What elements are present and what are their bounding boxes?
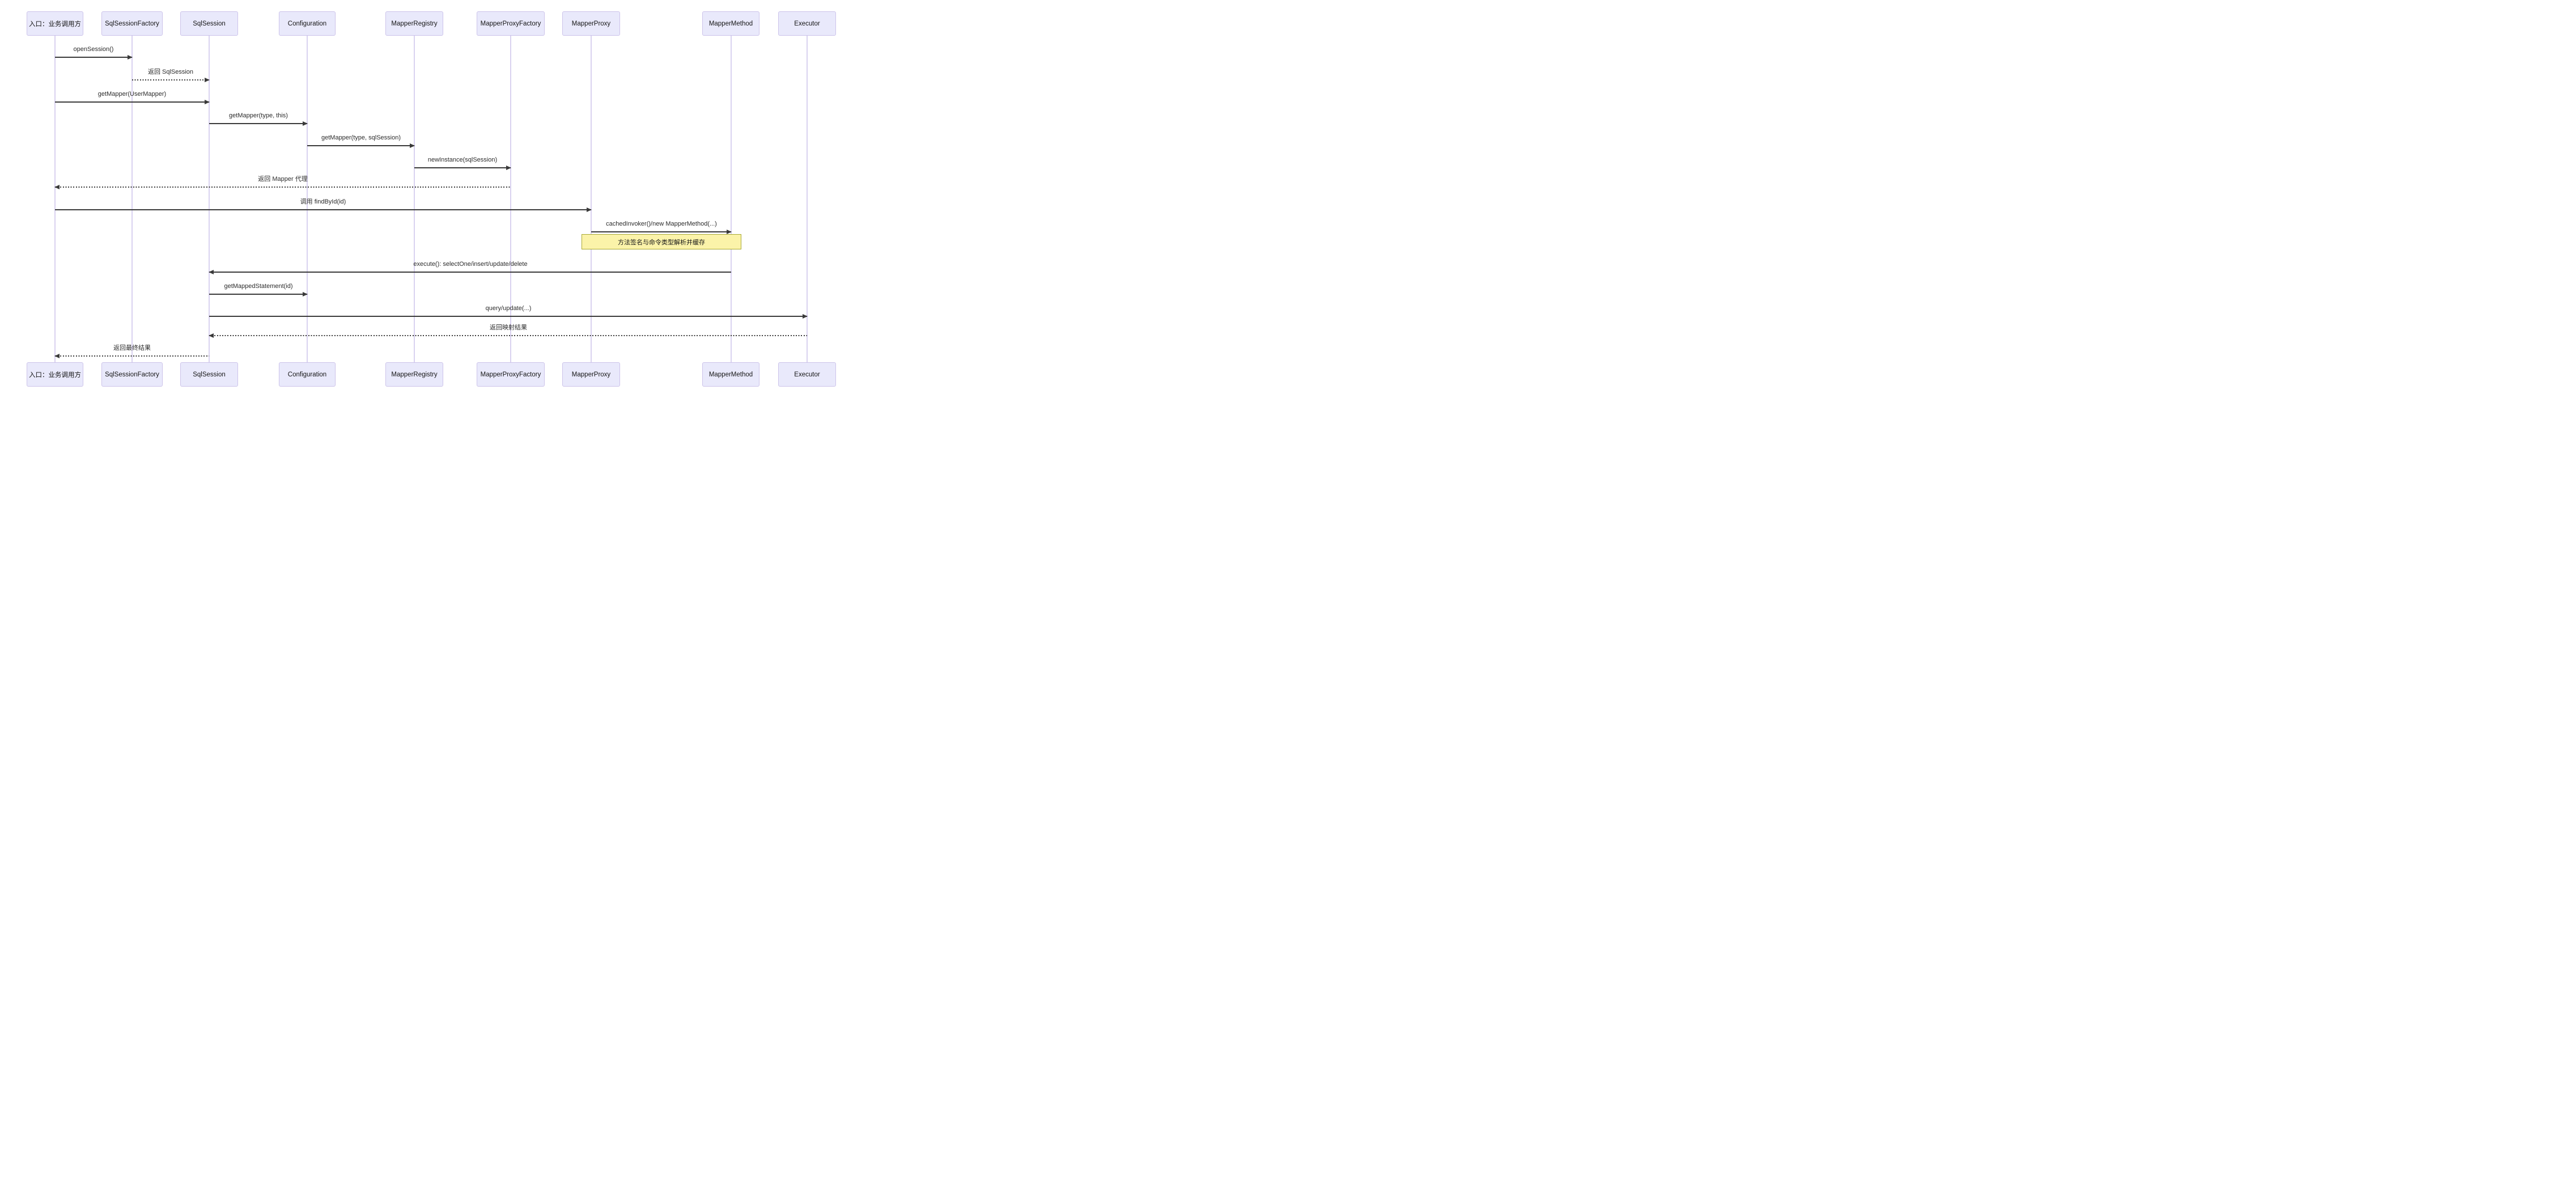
message-arrow xyxy=(209,269,731,274)
message-label: newInstance(sqlSession) xyxy=(427,156,498,163)
message-arrow xyxy=(209,313,808,319)
participant-sqlsession-bottom: SqlSession xyxy=(180,362,238,387)
arrowhead-right xyxy=(410,143,415,148)
participant-mapperproxyfactory-top: MapperProxyFactory xyxy=(477,11,545,36)
message-arrow xyxy=(591,229,732,234)
participant-mapperproxy-top: MapperProxy xyxy=(562,11,620,36)
message-arrow xyxy=(209,291,308,296)
arrowhead-left xyxy=(54,353,60,358)
message-label: openSession() xyxy=(73,46,114,53)
arrowhead-right xyxy=(303,121,308,126)
message-arrow xyxy=(209,121,308,126)
arrowhead-right xyxy=(205,77,210,82)
lifeline-entry-caller xyxy=(54,36,56,362)
message-label: getMapper(type, this) xyxy=(229,112,288,119)
sequence-diagram: 入口：业务调用方 SqlSessionFactory SqlSession Co… xyxy=(0,0,859,399)
arrowhead-left xyxy=(209,333,214,338)
message-arrow xyxy=(55,99,210,104)
message-label: 返回最终结果 xyxy=(113,345,151,351)
message-arrow xyxy=(307,143,415,148)
arrowhead-right xyxy=(506,165,511,170)
message-label: query/update(...) xyxy=(485,305,532,312)
arrowhead-right xyxy=(128,54,133,60)
arrowhead-right xyxy=(205,99,210,104)
participant-configuration-bottom: Configuration xyxy=(279,362,336,387)
participant-mappermethod-bottom: MapperMethod xyxy=(702,362,759,387)
message-arrow xyxy=(55,54,133,60)
arrowhead-right xyxy=(587,207,592,212)
arrowhead-left xyxy=(209,269,214,274)
lifeline-mapperproxyfactory xyxy=(510,36,511,362)
arrowhead-right xyxy=(727,229,732,234)
participant-entry-caller-bottom: 入口：业务调用方 xyxy=(27,362,83,387)
participant-executor-bottom: Executor xyxy=(778,362,836,387)
participant-sqlsessionfactory-top: SqlSessionFactory xyxy=(101,11,163,36)
participant-mappermethod-top: MapperMethod xyxy=(702,11,759,36)
participant-executor-top: Executor xyxy=(778,11,836,36)
message-arrow xyxy=(209,333,807,338)
participant-configuration-top: Configuration xyxy=(279,11,336,36)
participant-mapperregistry-bottom: MapperRegistry xyxy=(385,362,443,387)
lifeline-sqlsessionfactory xyxy=(131,36,133,362)
message-arrow xyxy=(55,207,592,212)
message-label: 返回 SqlSession xyxy=(147,69,194,75)
message-label: cachedInvoker()/new MapperMethod(...) xyxy=(606,221,717,227)
arrowhead-left xyxy=(54,184,60,189)
participant-entry-caller-top: 入口：业务调用方 xyxy=(27,11,83,36)
arrowhead-right xyxy=(303,291,308,296)
participant-mapperproxy-bottom: MapperProxy xyxy=(562,362,620,387)
participant-mapperproxyfactory-bottom: MapperProxyFactory xyxy=(477,362,545,387)
arrowhead-right xyxy=(803,313,808,319)
participant-mapperregistry-top: MapperRegistry xyxy=(385,11,443,36)
message-arrow xyxy=(54,184,511,189)
message-label: 返回映射结果 xyxy=(490,324,527,331)
message-arrow xyxy=(54,353,209,358)
message-label: getMapper(UserMapper) xyxy=(97,91,167,98)
message-arrow xyxy=(132,77,210,82)
message-arrow xyxy=(414,165,511,170)
participant-sqlsession-top: SqlSession xyxy=(180,11,238,36)
message-label: getMapper(type, sqlSession) xyxy=(321,134,401,141)
participant-sqlsessionfactory-bottom: SqlSessionFactory xyxy=(101,362,163,387)
message-label: getMappedStatement(id) xyxy=(224,283,293,290)
message-label: execute(): selectOne/insert/update/delet… xyxy=(413,261,528,268)
note-method-signature-cache: 方法签名与命令类型解析并缓存 xyxy=(582,234,741,249)
message-label: 调用 findById(id) xyxy=(300,198,346,205)
message-label: 返回 Mapper 代理 xyxy=(258,176,308,183)
